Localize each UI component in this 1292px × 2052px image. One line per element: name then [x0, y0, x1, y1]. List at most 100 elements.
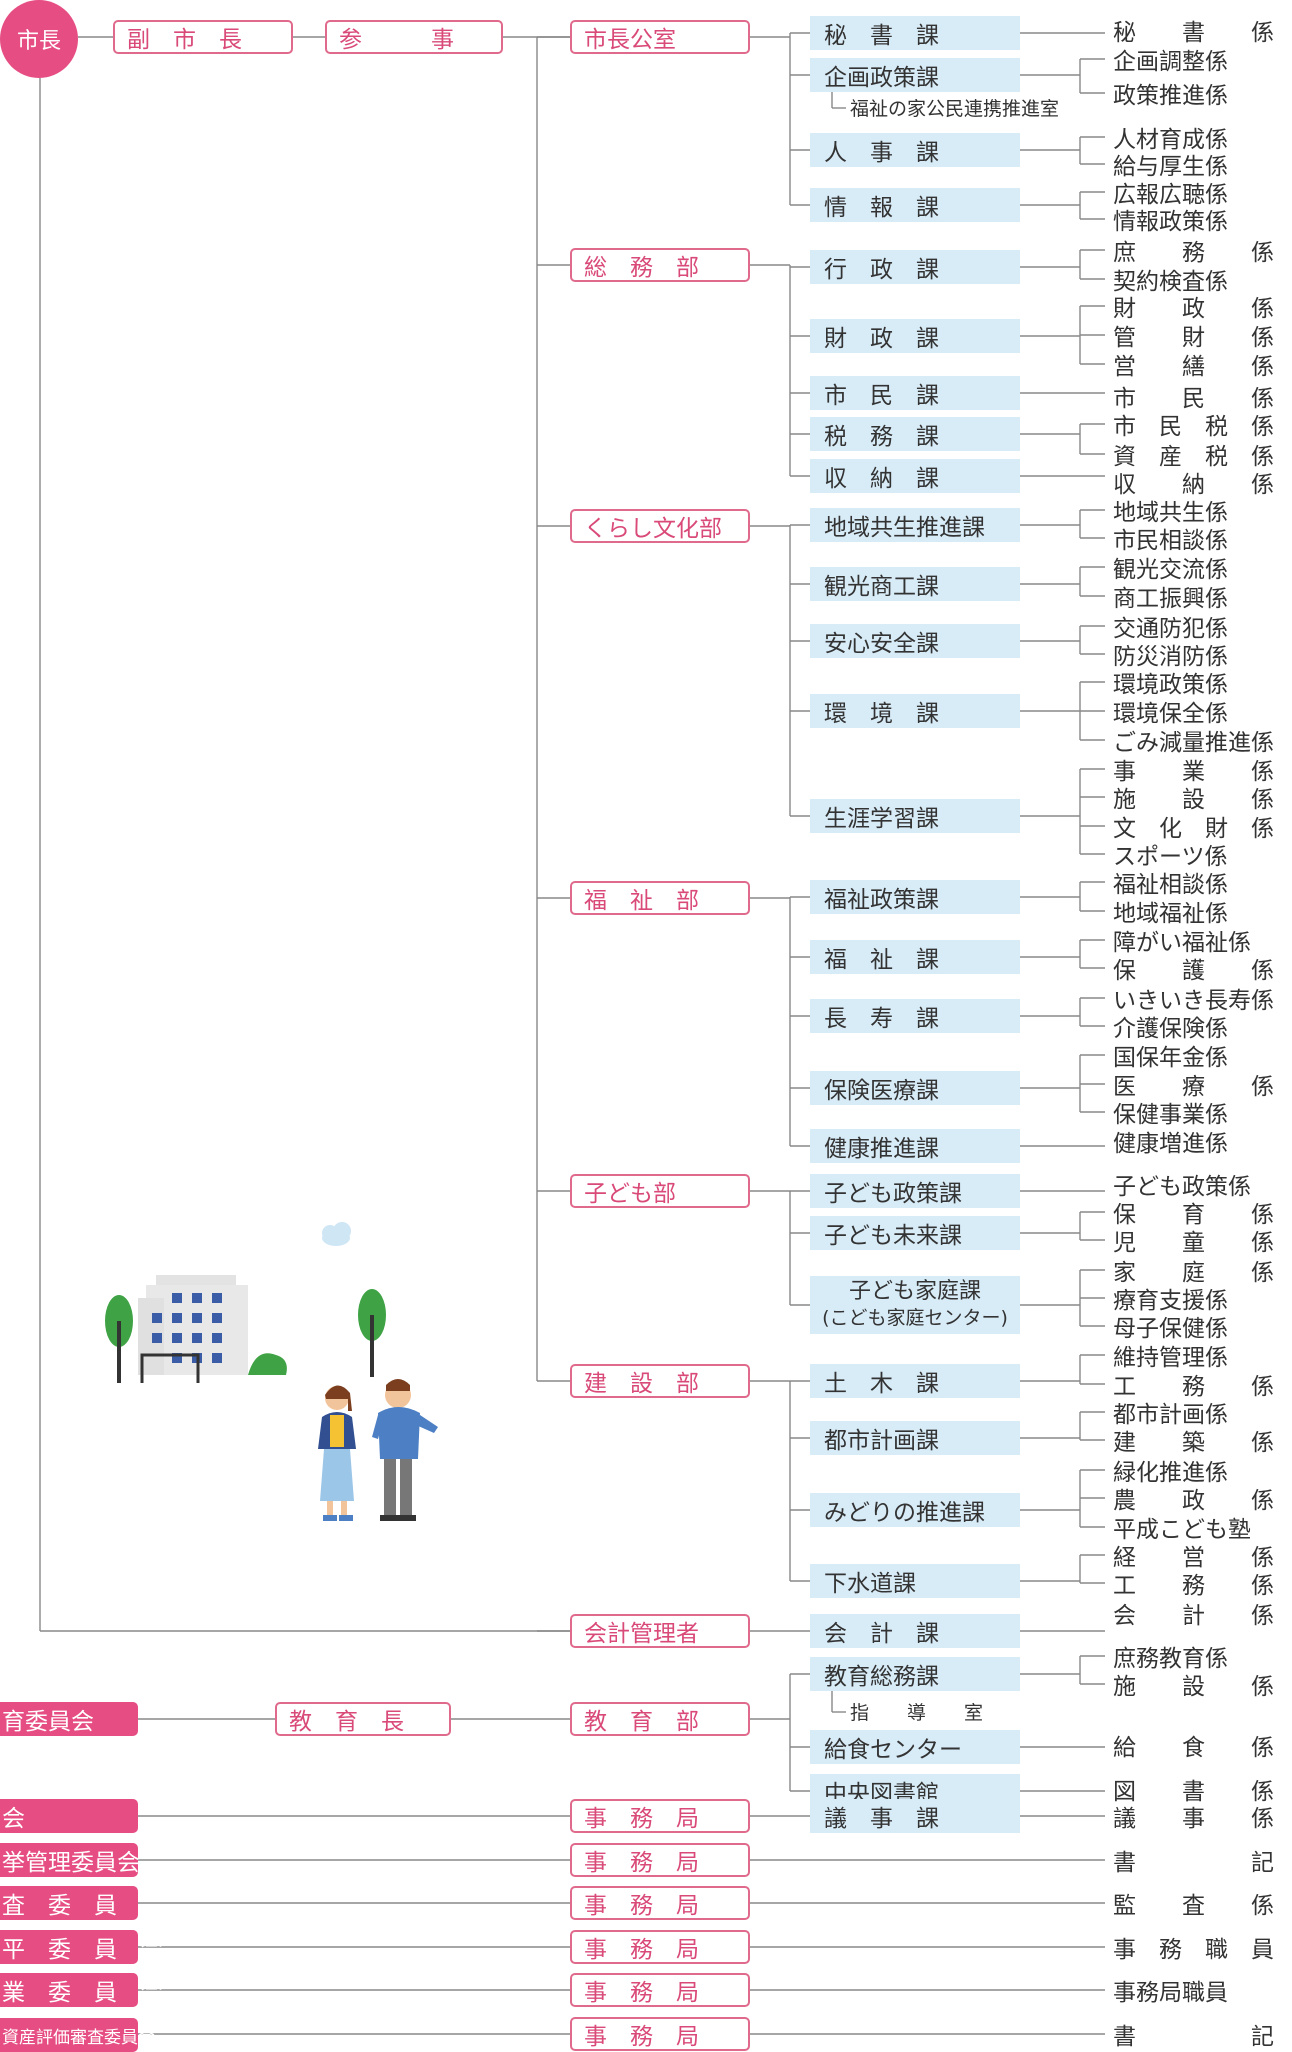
section-box: 長 寿 課: [810, 999, 1020, 1033]
people-icon: [318, 1379, 438, 1521]
section-box: 子ども家庭課(こども家庭センター): [810, 1276, 1020, 1334]
committee-box: 資産評価審査委員会: [0, 2018, 138, 2052]
unit-label: スポーツ係: [1113, 840, 1291, 867]
unit-label: 建 築 係: [1113, 1426, 1291, 1453]
city-hall-illustration: [90, 1205, 450, 1545]
unit-label: 環境保全係: [1113, 697, 1291, 724]
section-note: 福祉の家公民連携推進室: [850, 94, 1090, 120]
unit-label: 工 務 係: [1113, 1569, 1291, 1596]
section-box: 会 計 課: [810, 1614, 1020, 1648]
section-box: 情 報 課: [810, 188, 1020, 222]
secretariat-box: 事 務 局: [570, 1930, 750, 1964]
unit-label: 企画調整係: [1113, 45, 1291, 72]
department-box: 建 設 部: [570, 1364, 750, 1398]
section-box: 市 民 課: [810, 376, 1020, 410]
unit-label: 秘 書 係: [1113, 16, 1291, 43]
committee-box: 挙管理委員会: [0, 1843, 138, 1877]
unit-label: 文 化 財 係: [1113, 812, 1291, 839]
unit-label: 会 計 係: [1113, 1599, 1291, 1626]
secretariat-box: 事 務 局: [570, 1799, 750, 1833]
section-box: 行 政 課: [810, 250, 1020, 284]
secretariat-box: 事 務 局: [570, 1843, 750, 1877]
unit-label: 交通防犯係: [1113, 612, 1291, 639]
section-name: 子ども家庭課: [849, 1278, 981, 1305]
department-box: 福 祉 部: [570, 881, 750, 915]
department-box: 市長公室: [570, 20, 750, 54]
section-box: 下水道課: [810, 1564, 1020, 1598]
section-box: 健康推進課: [810, 1129, 1020, 1163]
secretariat-box: 事 務 局: [570, 2017, 750, 2051]
unit-label: 議 事 係: [1113, 1802, 1291, 1829]
unit-label: 保健事業係: [1113, 1098, 1291, 1125]
unit-label: 緑化推進係: [1113, 1456, 1291, 1483]
unit-label: 環境政策係: [1113, 668, 1291, 695]
unit-label: 療育支援係: [1113, 1284, 1291, 1311]
section-box: 観光商工課: [810, 567, 1020, 601]
unit-label: 商工振興係: [1113, 582, 1291, 609]
unit-label: 農 政 係: [1113, 1484, 1291, 1511]
unit-label: 地域共生係: [1113, 496, 1291, 523]
unit-label: 事 務 職 員: [1113, 1933, 1291, 1960]
unit-label: 国保年金係: [1113, 1041, 1291, 1068]
section-box: 福祉政策課: [810, 880, 1020, 914]
unit-label: 事務局職員: [1113, 1976, 1291, 2003]
section-box: 秘 書 課: [810, 16, 1020, 50]
section-box: 土 木 課: [810, 1364, 1020, 1398]
unit-label: 介護保険係: [1113, 1012, 1291, 1039]
section-box: 福 祉 課: [810, 940, 1020, 974]
unit-label: 庶 務 係: [1113, 236, 1291, 263]
unit-label: 市 民 係: [1113, 382, 1291, 409]
section-box: 安心安全課: [810, 624, 1020, 658]
unit-label: 収 納 係: [1113, 468, 1291, 495]
section-note: 指 導 室: [850, 1698, 1090, 1724]
secretariat-box: 事 務 局: [570, 1886, 750, 1920]
section-box: 子ども未来課: [810, 1216, 1020, 1250]
unit-label: 書 記: [1113, 2020, 1291, 2047]
unit-label: 保 育 係: [1113, 1198, 1291, 1225]
committee-box: 会: [0, 1799, 138, 1833]
unit-label: 資 産 税 係: [1113, 440, 1291, 467]
section-box: 子ども政策課: [810, 1174, 1020, 1208]
committee-box: 査 委 員: [0, 1886, 138, 1920]
section-box: 給食センター: [810, 1730, 1020, 1764]
unit-label: 営 繕 係: [1113, 350, 1291, 377]
section-box: 都市計画課: [810, 1421, 1020, 1455]
unit-label: 保 護 係: [1113, 954, 1291, 981]
section-box: 財 政 課: [810, 319, 1020, 353]
section-box: 環 境 課: [810, 694, 1020, 728]
unit-label: 政策推進係: [1113, 79, 1291, 106]
unit-label: 地域福祉係: [1113, 897, 1291, 924]
committee-box: 業 委 員 会: [0, 1973, 138, 2007]
unit-label: 母子保健係: [1113, 1312, 1291, 1339]
cloud-icon: [322, 1222, 351, 1246]
unit-label: 市 民 税 係: [1113, 410, 1291, 437]
unit-label: 情報政策係: [1113, 205, 1291, 232]
unit-label: 管 財 係: [1113, 321, 1291, 348]
unit-label: 維持管理係: [1113, 1341, 1291, 1368]
department-box: 総 務 部: [570, 248, 750, 282]
mayor-badge: 市長: [0, 0, 78, 78]
counselor-box: 参 事: [325, 20, 503, 54]
unit-label: 市民相談係: [1113, 524, 1291, 551]
unit-label: 福祉相談係: [1113, 868, 1291, 895]
unit-label: 給与厚生係: [1113, 150, 1291, 177]
education-department-box: 教 育 部: [570, 1702, 750, 1736]
unit-label: 児 童 係: [1113, 1226, 1291, 1253]
unit-label: 給 食 係: [1113, 1731, 1291, 1758]
section-box: 議 事 課: [810, 1799, 1020, 1833]
section-subname: (こども家庭センター): [822, 1305, 1008, 1332]
section-box: 地域共生推進課: [810, 508, 1020, 542]
unit-label: 経 営 係: [1113, 1541, 1291, 1568]
section-box: 企画政策課: [810, 58, 1020, 92]
unit-label: 監 査 係: [1113, 1889, 1291, 1916]
vice-mayor-box: 副 市 長: [113, 20, 293, 54]
unit-label: 庶務教育係: [1113, 1642, 1291, 1669]
unit-label: 施 設 係: [1113, 1670, 1291, 1697]
unit-label: 家 庭 係: [1113, 1256, 1291, 1283]
unit-label: 平成こども塾: [1113, 1513, 1291, 1540]
unit-label: 書 記: [1113, 1846, 1291, 1873]
section-box: 教育総務課: [810, 1657, 1020, 1691]
section-box: 収 納 課: [810, 459, 1020, 493]
unit-label: 都市計画係: [1113, 1398, 1291, 1425]
